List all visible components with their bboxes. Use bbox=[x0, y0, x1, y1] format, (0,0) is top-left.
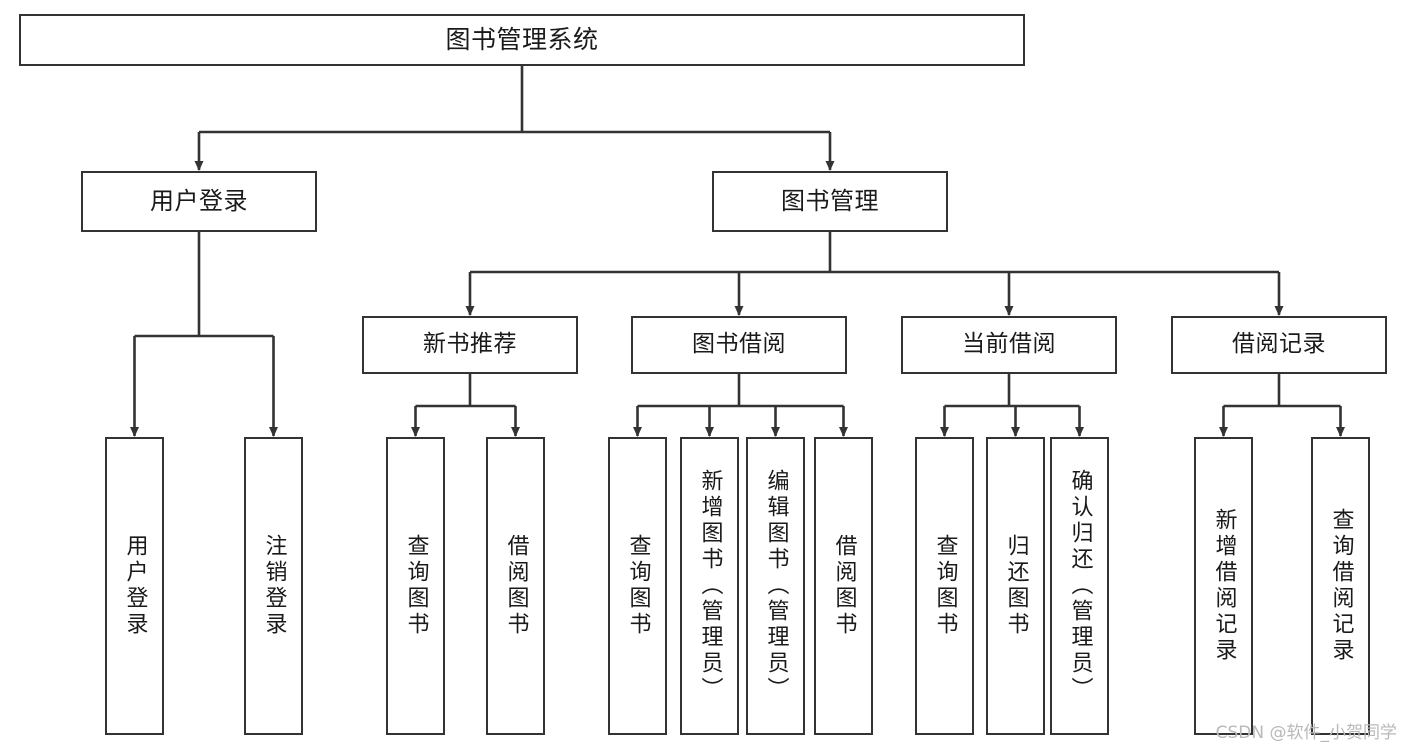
node-label-leaf-records-2: 查询借阅记录 bbox=[1328, 508, 1354, 664]
node-label-leaf-newbook-1: 查询图书 bbox=[403, 534, 429, 638]
node-login[interactable]: 用户登录 bbox=[81, 171, 317, 232]
node-bookmgmt[interactable]: 图书管理 bbox=[712, 171, 948, 232]
node-records[interactable]: 借阅记录 bbox=[1171, 316, 1387, 374]
node-borrow[interactable]: 图书借阅 bbox=[631, 316, 847, 374]
node-leaf-login-1[interactable]: 用户登录 bbox=[105, 437, 164, 735]
node-leaf-current-1[interactable]: 查询图书 bbox=[915, 437, 974, 735]
node-label-leaf-current-3: 确认归还（管理员） bbox=[1067, 469, 1093, 703]
node-leaf-login-2[interactable]: 注销登录 bbox=[244, 437, 303, 735]
node-leaf-borrow-1[interactable]: 查询图书 bbox=[608, 437, 667, 735]
node-label-leaf-login-1: 用户登录 bbox=[122, 534, 148, 638]
node-label-leaf-login-2: 注销登录 bbox=[261, 534, 287, 638]
node-leaf-current-2[interactable]: 归还图书 bbox=[986, 437, 1045, 735]
node-label-leaf-borrow-2: 新增图书（管理员） bbox=[697, 469, 723, 703]
node-leaf-newbook-1[interactable]: 查询图书 bbox=[386, 437, 445, 735]
node-label-leaf-borrow-4: 借阅图书 bbox=[831, 534, 857, 638]
node-label-records: 借阅记录 bbox=[1232, 331, 1326, 358]
node-leaf-records-2[interactable]: 查询借阅记录 bbox=[1311, 437, 1370, 735]
node-label-current: 当前借阅 bbox=[962, 331, 1056, 358]
node-label-root: 图书管理系统 bbox=[445, 25, 599, 54]
node-label-leaf-current-2: 归还图书 bbox=[1003, 534, 1029, 638]
node-leaf-current-3[interactable]: 确认归还（管理员） bbox=[1050, 437, 1109, 735]
node-label-borrow: 图书借阅 bbox=[692, 331, 786, 358]
connector-paths bbox=[130, 66, 1345, 437]
node-label-leaf-current-1: 查询图书 bbox=[932, 534, 958, 638]
node-label-bookmgmt: 图书管理 bbox=[781, 187, 879, 216]
node-label-leaf-newbook-2: 借阅图书 bbox=[503, 534, 529, 638]
node-label-leaf-records-1: 新增借阅记录 bbox=[1211, 508, 1237, 664]
node-leaf-newbook-2[interactable]: 借阅图书 bbox=[486, 437, 545, 735]
node-label-newbook: 新书推荐 bbox=[423, 331, 517, 358]
node-leaf-borrow-2[interactable]: 新增图书（管理员） bbox=[680, 437, 739, 735]
node-newbook[interactable]: 新书推荐 bbox=[362, 316, 578, 374]
node-leaf-borrow-3[interactable]: 编辑图书（管理员） bbox=[746, 437, 805, 735]
csdn-watermark: CSDN @软件_小贺同学 bbox=[1215, 723, 1397, 743]
node-label-leaf-borrow-3: 编辑图书（管理员） bbox=[763, 469, 789, 703]
node-leaf-records-1[interactable]: 新增借阅记录 bbox=[1194, 437, 1253, 735]
node-label-login: 用户登录 bbox=[150, 187, 248, 216]
node-leaf-borrow-4[interactable]: 借阅图书 bbox=[814, 437, 873, 735]
node-current[interactable]: 当前借阅 bbox=[901, 316, 1117, 374]
node-root[interactable]: 图书管理系统 bbox=[19, 14, 1025, 66]
node-label-leaf-borrow-1: 查询图书 bbox=[625, 534, 651, 638]
